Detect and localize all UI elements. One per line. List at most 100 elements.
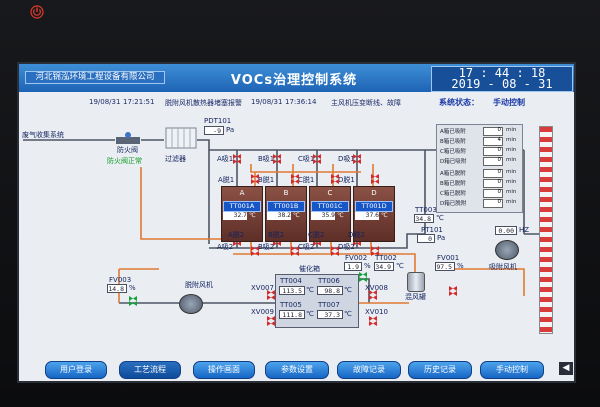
bed-c-temp: 35.9 — [311, 212, 335, 220]
valve-d-inlet-1[interactable]: D吸1 — [338, 155, 355, 163]
clock-panel: 17 : 44 : 18 2019 - 08 - 31 — [431, 66, 573, 92]
fv001-tag: FV001 — [437, 254, 460, 262]
valve-c-inlet-1[interactable]: C吸1 — [298, 155, 315, 163]
clock-time: 17 : 44 : 18 — [458, 66, 546, 80]
alarm-1-time: 17:21:51 — [123, 98, 155, 106]
system-title: VOCs治理控制系统 — [230, 73, 358, 88]
valve-b-inlet-2[interactable]: B吸2 — [258, 243, 275, 251]
valve-c-inlet-2[interactable]: C吸2 — [298, 243, 315, 251]
power-icon[interactable] — [30, 5, 44, 19]
alarm-2-time: 17:36:14 — [285, 98, 317, 106]
timer-label: D箱已脱附 — [440, 201, 467, 207]
adsorb-fan-icon[interactable] — [495, 240, 519, 260]
adsorption-bed-c[interactable]: C TT001C 35.9 ℃ — [309, 186, 351, 242]
valve-c-desorb-2[interactable]: C脱2 — [308, 231, 325, 239]
tt007-unit: ℃ — [344, 310, 352, 318]
fv003-unit: % — [129, 284, 136, 292]
nav-parameter-settings[interactable]: 参数设置 — [265, 361, 329, 379]
bed-b-temp: 38.2 — [267, 212, 291, 220]
valve-d-desorb-2[interactable]: D脱2 — [348, 231, 365, 239]
nav-manual-control[interactable]: 手动控制 — [480, 361, 544, 379]
timer-value[interactable]: 0 — [483, 157, 503, 166]
xv007-label[interactable]: XV007 — [251, 284, 274, 292]
adsorption-bed-b[interactable]: B TT001B 38.2 ℃ — [265, 186, 307, 242]
valve-b-desorb-2[interactable]: B脱2 — [268, 231, 285, 239]
valve-a-inlet-1[interactable]: A吸1 — [217, 155, 234, 163]
fv003-value: 14.8 — [107, 284, 127, 293]
valve-a-inlet-2[interactable]: A吸2 — [217, 243, 234, 251]
nav-operation-screen[interactable]: 操作画面 — [193, 361, 255, 379]
valve-d-desorb-1[interactable]: D脱1 — [338, 176, 355, 184]
tt005-unit: ℃ — [306, 310, 314, 318]
fv001-value: 97.5 — [435, 262, 455, 271]
adsorption-bed-a[interactable]: A TT001A 32.7 ℃ — [221, 186, 263, 242]
timer-value-text: 0 — [497, 169, 502, 175]
fv002-unit: % — [364, 262, 371, 270]
timer-value-text: 0 — [497, 157, 502, 163]
fv002-tag: FV002 — [345, 254, 368, 262]
pt101-unit: Pa — [437, 234, 446, 242]
timer-value[interactable]: 0 — [483, 199, 503, 208]
bed-b-tag: TT001B — [267, 201, 305, 212]
timer-label: A箱已脱附 — [440, 171, 466, 177]
timer-value[interactable]: 0 — [483, 179, 503, 188]
tt005-tag: TT005 — [280, 301, 302, 309]
fire-damper-label: 防火阀 — [117, 146, 138, 154]
chimney-stack — [539, 126, 553, 334]
timer-value-text: 0 — [497, 199, 502, 205]
fire-damper-icon[interactable] — [115, 131, 141, 149]
xv010-label[interactable]: XV010 — [365, 308, 388, 316]
tt005-value: 111.8 — [279, 310, 305, 319]
nav-history-records[interactable]: 历史记录 — [408, 361, 472, 379]
valve-a-desorb-1[interactable]: A脱1 — [218, 176, 235, 184]
timer-value[interactable]: 0 — [483, 169, 503, 178]
bed-a-tag: TT001A — [223, 201, 261, 212]
timer-value[interactable]: 0 — [483, 189, 503, 198]
system-status-value: 手动控制 — [493, 98, 525, 107]
adsorb-fan-hz-value: 0.00 — [495, 226, 517, 235]
nav-user-login[interactable]: 用户登录 — [45, 361, 107, 379]
adsorption-bed-d[interactable]: D TT001D 37.6 ℃ — [353, 186, 395, 242]
timer-value-text: 0 — [497, 179, 502, 185]
catalytic-box[interactable]: TT004 113.5 ℃ TT006 98.8 ℃ TT005 111.8 ℃… — [275, 274, 359, 328]
valve-d-inlet-2[interactable]: D吸2 — [338, 243, 355, 251]
adsorb-fan-hz-unit: HZ — [519, 226, 530, 234]
timer-label: C箱已脱附 — [440, 191, 466, 197]
timer-value[interactable]: 4 — [483, 137, 503, 146]
alarm-1-date: 19/08/31 — [89, 98, 121, 106]
timer-label: A箱已吸附 — [440, 129, 466, 135]
company-name: 河北锦泓环境工程设备有限公司 — [25, 71, 165, 84]
timer-value[interactable]: 0 — [483, 147, 503, 156]
nav-process-flow[interactable]: 工艺流程 — [119, 361, 181, 379]
mixing-tank[interactable] — [407, 272, 425, 292]
header-bar: 河北锦泓环境工程设备有限公司 VOCs治理控制系统 17 : 44 : 18 2… — [19, 64, 574, 92]
valve-symbols — [129, 154, 457, 326]
xv009-label[interactable]: XV009 — [251, 308, 274, 316]
desorb-fan-icon[interactable] — [179, 294, 203, 314]
bed-c-label: C — [327, 189, 333, 197]
bed-b-unit: ℃ — [293, 212, 300, 219]
bed-d-unit: ℃ — [381, 212, 388, 219]
timer-unit: min — [506, 199, 517, 205]
valve-a-desorb-2[interactable]: A脱2 — [228, 231, 245, 239]
bed-a-unit: ℃ — [249, 212, 256, 219]
tt002-unit: ℃ — [396, 262, 404, 270]
xv008-label[interactable]: XV008 — [365, 284, 388, 292]
valve-b-inlet-1[interactable]: B吸1 — [258, 155, 275, 163]
bed-d-temp: 37.6 — [355, 212, 379, 220]
valve-b-desorb-1[interactable]: B脱1 — [258, 176, 275, 184]
nav-fault-records[interactable]: 故障记录 — [337, 361, 401, 379]
clock-date: 2019 - 08 - 31 — [451, 77, 553, 91]
pdt101-value: -9 — [204, 126, 224, 135]
tt003-unit: ℃ — [436, 214, 444, 222]
tt006-value: 98.8 — [317, 286, 343, 295]
valve-c-desorb-1[interactable]: C脱1 — [298, 176, 315, 184]
alarm-2-text: 主风机压变断线、故障 — [331, 99, 401, 107]
back-arrow-icon[interactable]: ◀ — [559, 362, 573, 375]
desorb-fan-label: 脱附风机 — [185, 281, 213, 289]
timer-value-text: 0 — [497, 127, 502, 133]
timer-value[interactable]: 0 — [483, 127, 503, 136]
alarm-2-date: 19/08/31 — [251, 98, 283, 106]
